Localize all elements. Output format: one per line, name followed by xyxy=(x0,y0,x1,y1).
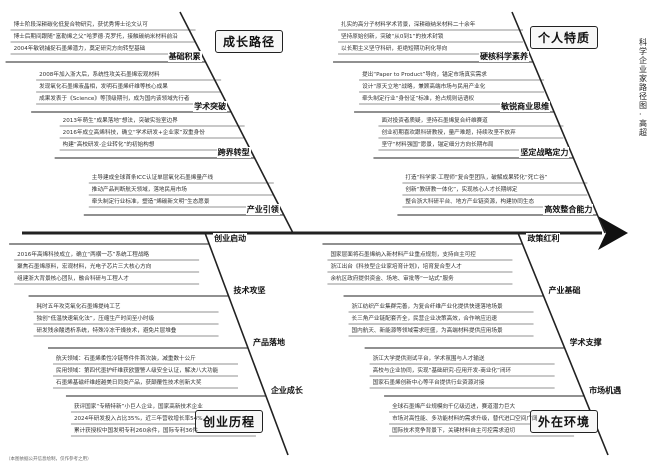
branch-label: 创业启动 xyxy=(213,233,248,244)
item-text: 聚焦石墨烯原料，宏观材料，光电子芯片三大核心方向 xyxy=(17,264,152,270)
item-text: 扎实的高分子材料学术背景，深耕碳纳米材料二十余年 xyxy=(341,22,476,28)
item-text: 国家层面将石墨烯纳入新材料产业重点规划，支持自主可控 xyxy=(330,252,476,258)
item-text: 浙江纺织产业集群完善，为复合纤维产业化提供快速落地场景 xyxy=(351,304,503,310)
branch-label: 敏锐商业思维 xyxy=(500,101,551,112)
branch-label: 基础积累 xyxy=(167,51,202,62)
item-text: 石墨烯基磁纤维超越美日同类产品，获颠覆性技术创新大奖 xyxy=(55,380,202,386)
branch-label: 学术支撑 xyxy=(568,337,603,348)
item-text: 博士后期间跟随“富勒烯之父”哈罗德·克罗托，接触碳纳米材料前沿 xyxy=(13,34,178,40)
footnote: （本图依据公开信息绘制，仅作参考之用） xyxy=(6,457,92,462)
item-text: 研发残余酸透析系统，特殊冷冻干燥技术，避免片层堆叠 xyxy=(36,328,177,334)
item-text: 坚持原始创新，突破“从0到1”的技术封锁 xyxy=(341,34,444,40)
item-text: 牵头制定行业“身份证”标准，抢占规则话语权 xyxy=(362,96,475,102)
item-text: 市场对高性能、多功能材料的需求升级，替代进口空间广阔 xyxy=(392,416,538,422)
upper-right-category-label: 个人特质 xyxy=(530,26,599,49)
item-text: 长三角产业链配套齐全，民营企业决策高效，合作响应迅速 xyxy=(351,316,497,322)
item-text: 创业初期喜欢跟科研教授，量产难题，持续攻坚不放弃 xyxy=(381,130,516,136)
branch-label: 技术攻坚 xyxy=(232,285,267,296)
lower-left-bone xyxy=(204,232,289,456)
branch-label: 产业基础 xyxy=(547,285,582,296)
item-text: 提出“Paper to Product”导向，锚定市场真实需求 xyxy=(362,72,487,78)
item-text: 2008年加入浙大后，系统性攻关石墨烯宏观材料 xyxy=(39,72,160,78)
item-text: 打造“科学家·工程师”复合型团队，破解成果转化“死亡谷” xyxy=(405,175,548,181)
item-text: 国家石墨烯创新中心等平台提供行业资源对接 xyxy=(372,380,485,386)
branch-label: 跨界转型 xyxy=(216,147,251,158)
item-text: 发现氧化石墨烯液晶相，发明石墨烯纤维等核心成果 xyxy=(39,84,168,90)
item-text: 余杭区政府提供资金、场地、审批等“一站式”服务 xyxy=(330,276,454,282)
item-text: 国际技术竞争背景下，关键材料自主可控需求迫切 xyxy=(392,428,516,434)
item-text: 整合浙大科研平台、地方产业链资源，构建协同生态 xyxy=(405,199,535,205)
item-text: 博士阶段深耕碳化低复合物研究，获优秀博士论文认可 xyxy=(13,22,148,28)
item-text: 国内航天、新能源等领域需求旺盛，为高端材料提供应用场景 xyxy=(351,328,503,334)
item-text: 累计获授权中国发明专利260余件，国际专利36件 xyxy=(73,428,199,434)
lower-right-category-label: 外在环境 xyxy=(530,410,599,433)
item-text: 牵头制定行业标准，塑造“烯碳新文明”生态愿景 xyxy=(91,199,210,205)
item-text: 面对投资者质疑，坚持石墨烯复合纤维赛道 xyxy=(381,118,488,124)
item-text: 成果发表于《Science》等顶级期刊，成为国内该领域先行者 xyxy=(39,96,190,102)
item-text: 2004年敏锐捕捉石墨烯潜力，奠定研究方向转型基础 xyxy=(13,46,146,52)
arrow-head-icon xyxy=(598,216,628,250)
item-text: 2016年高烯科技成立，确立“两横一芯”系统工程战略 xyxy=(17,252,150,258)
item-text: 构建“高校研发-企业转化”的初始构想 xyxy=(62,142,155,148)
branch-label: 企业成长 xyxy=(269,385,304,396)
branch-label: 产品落地 xyxy=(251,337,286,348)
item-text: 耗时五年攻克氧化石墨烯提纯工艺 xyxy=(36,304,121,310)
item-text: 高校与企业协同，实现“基础研究-应用开发-商业化”闭环 xyxy=(372,368,512,374)
upper-left-bone xyxy=(179,11,294,234)
item-text: 主导建成全球首条ICC认证单层氧化石墨烯量产线 xyxy=(91,175,214,181)
item-text: 获评国家“专精特新”小巨人企业，国家高新技术企业 xyxy=(73,404,203,410)
item-text: 浙江大学提供测试平台，学术氛围与人才输送 xyxy=(372,356,485,362)
branch-label: 高效整合能力 xyxy=(543,204,594,215)
item-text: 坚守“材料强国”愿景，锚定细分方向长期布局 xyxy=(381,142,494,148)
item-text: 独创“低温快速氧化法”，压缩生产时间至小时级 xyxy=(36,316,155,322)
branch-label: 坚定战略定力 xyxy=(519,147,570,158)
upper-right-bone xyxy=(511,11,606,234)
item-text: 民用领域：第四代墨护纤维获欧盟警人级安全认证，解决八大功能 xyxy=(55,368,219,374)
branch-label: 政策红利 xyxy=(526,233,561,244)
item-text: 航天领域：石墨烯柔性冷链等件件首次装，减重数十公斤 xyxy=(55,356,196,362)
item-text: 创新“教研教一体化”，实现核心人才长期绑定 xyxy=(405,187,518,193)
item-text: 2024年研发投入占比35%，近三年营收增长率54% xyxy=(73,416,203,422)
item-text: 全球石墨烯产业规模向千亿级迈进，赛道潜力巨大 xyxy=(392,404,516,410)
item-text: 设计“原天立地”战略，兼顾高端市场与民用产业化 xyxy=(362,84,486,90)
item-text: 浙江出台《科技型企业家培育计划》，培育复合型人才 xyxy=(330,264,462,270)
item-text: 推动产品判断航天领域，落地民用市场 xyxy=(91,187,187,193)
upper-left-category-label: 成长路径 xyxy=(215,30,284,53)
item-text: 2013年萌生“成果落地”想法，突破实验室边界 xyxy=(62,118,178,124)
diagram-title: 科学企业家路径图·高超 xyxy=(639,38,647,137)
branch-label: 产业引领 xyxy=(245,204,280,215)
item-text: 组建浙大背景核心团队，融合科研与工程人才 xyxy=(17,276,129,282)
item-text: 2016年成立高烯科技，确立“学术研发+企业家”双重身份 xyxy=(62,130,205,136)
branch-label: 学术突破 xyxy=(193,101,228,112)
branch-label: 硬核科学素养 xyxy=(479,51,530,62)
lower-left-category-label: 创业历程 xyxy=(195,410,264,433)
item-text: 以长期主义坚守科研，拒绝短期功利化导向 xyxy=(341,46,448,52)
branch-label: 市场机遇 xyxy=(588,385,623,396)
